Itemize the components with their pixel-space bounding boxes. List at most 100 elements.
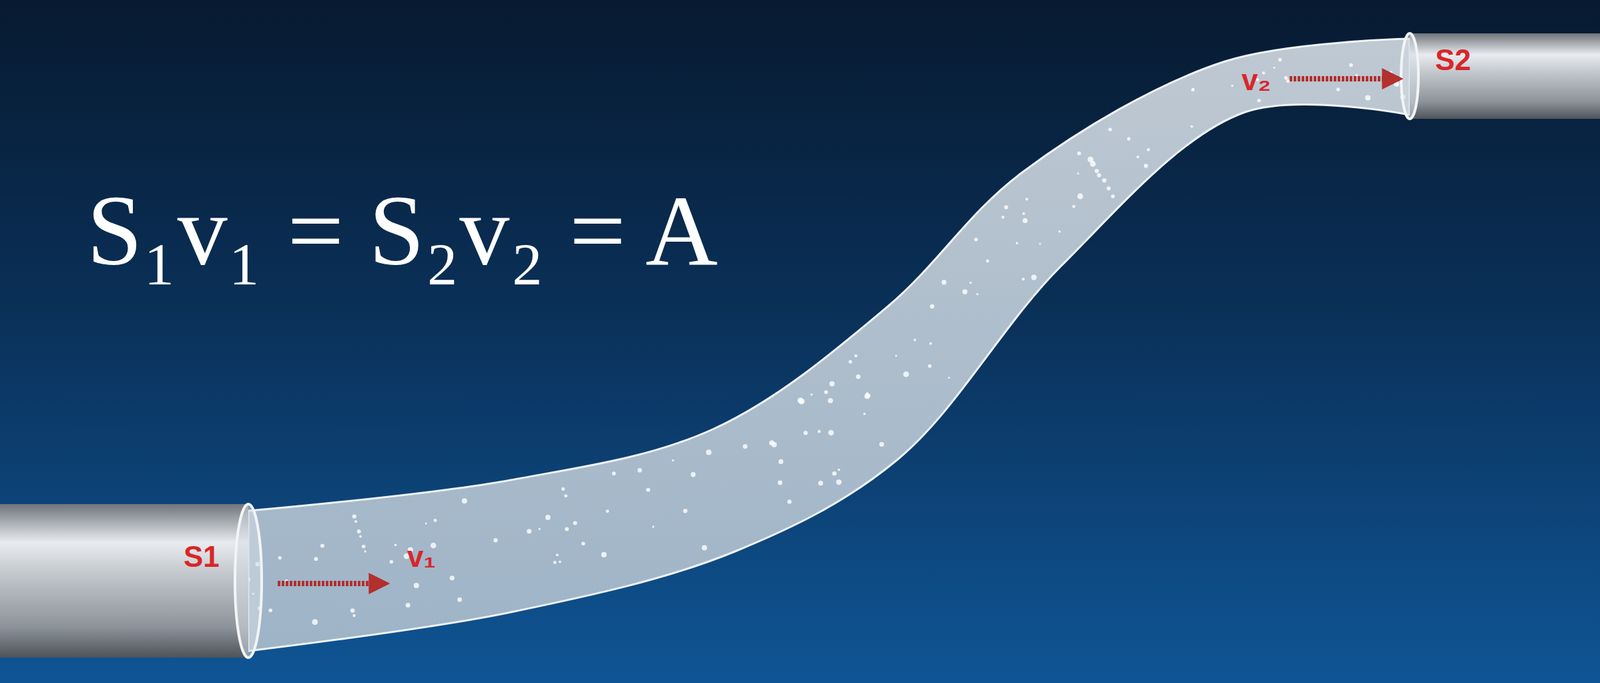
air-bubble bbox=[1284, 76, 1289, 81]
air-bubble bbox=[836, 479, 842, 485]
air-bubble bbox=[771, 441, 777, 448]
air-bubble bbox=[1257, 98, 1261, 103]
air-bubble bbox=[637, 467, 643, 473]
air-bubble bbox=[1389, 70, 1393, 74]
section-label: S1 bbox=[183, 542, 220, 572]
air-bubble bbox=[311, 618, 318, 625]
air-bubble bbox=[564, 493, 568, 498]
air-bubble bbox=[1127, 136, 1131, 141]
air-bubble bbox=[818, 480, 824, 486]
continuity-equation: S₁v₁ = S₂v₂ = A bbox=[86, 180, 718, 281]
air-bubble bbox=[778, 459, 783, 464]
air-bubble bbox=[493, 538, 498, 543]
air-bubble bbox=[433, 518, 438, 522]
air-bubble bbox=[405, 602, 411, 608]
air-bubble bbox=[359, 535, 362, 539]
air-bubble bbox=[1058, 230, 1062, 233]
air-bubble bbox=[701, 544, 707, 551]
air-bubble bbox=[1096, 172, 1101, 177]
air-bubble bbox=[612, 471, 617, 476]
air-bubble bbox=[1077, 151, 1082, 156]
air-bubble bbox=[829, 381, 836, 387]
air-bubble bbox=[1349, 63, 1354, 68]
air-bubble bbox=[947, 376, 950, 379]
air-bubble bbox=[824, 389, 829, 394]
air-bubble bbox=[969, 281, 972, 285]
air-bubble bbox=[1336, 87, 1340, 91]
air-bubble bbox=[810, 393, 813, 396]
air-bubble bbox=[526, 528, 532, 534]
air-bubble bbox=[461, 497, 468, 504]
air-bubble bbox=[538, 527, 541, 530]
air-bubble bbox=[1015, 241, 1019, 245]
air-bubble bbox=[1108, 127, 1112, 131]
air-bubble bbox=[1278, 58, 1282, 62]
air-bubble bbox=[558, 560, 562, 564]
air-bubble bbox=[457, 597, 462, 603]
air-bubble bbox=[646, 487, 651, 492]
air-bubble bbox=[929, 304, 935, 310]
air-bubble bbox=[1022, 218, 1028, 223]
air-bubble bbox=[803, 430, 808, 435]
air-bubble bbox=[1021, 277, 1025, 281]
air-bubble bbox=[278, 556, 282, 560]
air-bubble bbox=[895, 354, 898, 357]
air-bubble bbox=[561, 487, 565, 491]
air-bubble bbox=[1144, 163, 1149, 168]
air-bubble bbox=[1001, 215, 1004, 219]
air-bubble bbox=[1110, 194, 1115, 199]
velocity-label: v₂ bbox=[1241, 65, 1271, 95]
air-bubble bbox=[553, 560, 557, 565]
air-bubble bbox=[827, 397, 834, 404]
air-bubble bbox=[973, 237, 978, 241]
air-bubble bbox=[363, 550, 366, 553]
air-bubble bbox=[1003, 205, 1008, 210]
air-bubble bbox=[797, 397, 804, 404]
air-bubble bbox=[1106, 186, 1111, 191]
air-bubble bbox=[354, 519, 358, 523]
air-bubble bbox=[352, 513, 357, 518]
air-bubble bbox=[927, 364, 932, 368]
air-bubble bbox=[1090, 160, 1097, 167]
air-bubble bbox=[1038, 242, 1041, 245]
air-bubble bbox=[1022, 212, 1026, 215]
air-bubble bbox=[1393, 81, 1400, 87]
air-bubble bbox=[1094, 168, 1099, 173]
section-label: S2 bbox=[1435, 45, 1472, 75]
air-bubble bbox=[449, 575, 455, 581]
air-bubble bbox=[848, 359, 852, 364]
air-bubble bbox=[314, 556, 319, 561]
air-bubble bbox=[913, 338, 917, 342]
air-bubble bbox=[545, 514, 551, 520]
outlet-rim bbox=[1401, 33, 1419, 119]
air-bubble bbox=[1072, 204, 1076, 209]
air-bubble bbox=[1355, 74, 1358, 77]
air-bubble bbox=[601, 552, 607, 558]
outlet-pipe bbox=[1409, 33, 1600, 119]
velocity-arrow bbox=[1289, 76, 1400, 82]
air-bubble bbox=[389, 560, 394, 564]
air-bubble bbox=[941, 279, 947, 285]
air-bubble bbox=[352, 614, 356, 617]
air-bubble bbox=[361, 544, 366, 549]
air-bubble bbox=[879, 441, 884, 447]
air-bubble bbox=[854, 354, 858, 358]
air-bubble bbox=[777, 480, 783, 486]
air-bubble bbox=[672, 459, 675, 462]
air-bubble bbox=[350, 608, 356, 613]
air-bubble bbox=[606, 509, 610, 513]
air-bubble bbox=[832, 471, 838, 476]
air-bubble bbox=[929, 341, 932, 345]
air-bubble bbox=[1286, 79, 1290, 83]
air-bubble bbox=[837, 468, 841, 472]
inlet-pipe bbox=[0, 503, 249, 658]
air-bubble bbox=[1102, 178, 1107, 183]
air-bubble bbox=[817, 429, 822, 434]
air-bubble bbox=[425, 522, 428, 525]
air-bubble bbox=[413, 582, 420, 589]
velocity-label: v₁ bbox=[407, 542, 436, 572]
air-bubble bbox=[1136, 155, 1140, 159]
air-bubble bbox=[962, 289, 968, 295]
